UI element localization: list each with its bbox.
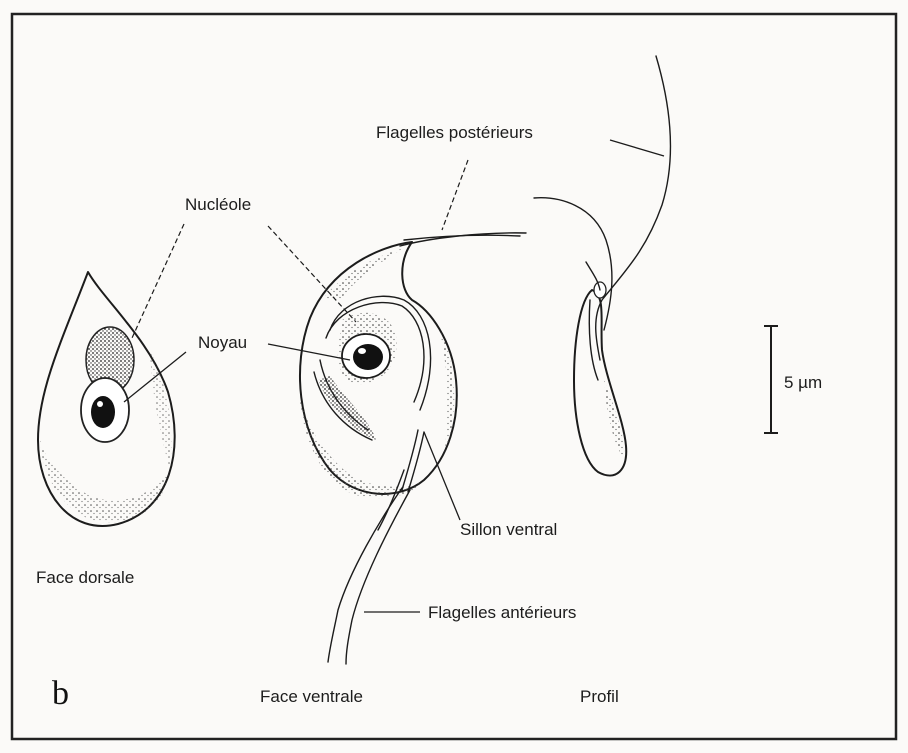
scale-bar [764,326,778,433]
label-noyau: Noyau [198,333,247,352]
label-sillon-ventral: Sillon ventral [460,520,557,539]
dorsal-view-cell [38,272,175,526]
label-flagelles-posterieurs: Flagelles postérieurs [376,123,533,142]
view-label-face-ventrale: Face ventrale [260,687,363,706]
panel-letter: b [52,675,69,712]
label-flagelles-anterieurs: Flagelles antérieurs [428,603,576,622]
label-nucleole: Nucléole [185,195,251,214]
view-label-profil: Profil [580,687,619,706]
scale-label: 5 µm [784,373,822,392]
profile-view-cell [534,56,671,476]
view-label-face-dorsale: Face dorsale [36,568,134,587]
